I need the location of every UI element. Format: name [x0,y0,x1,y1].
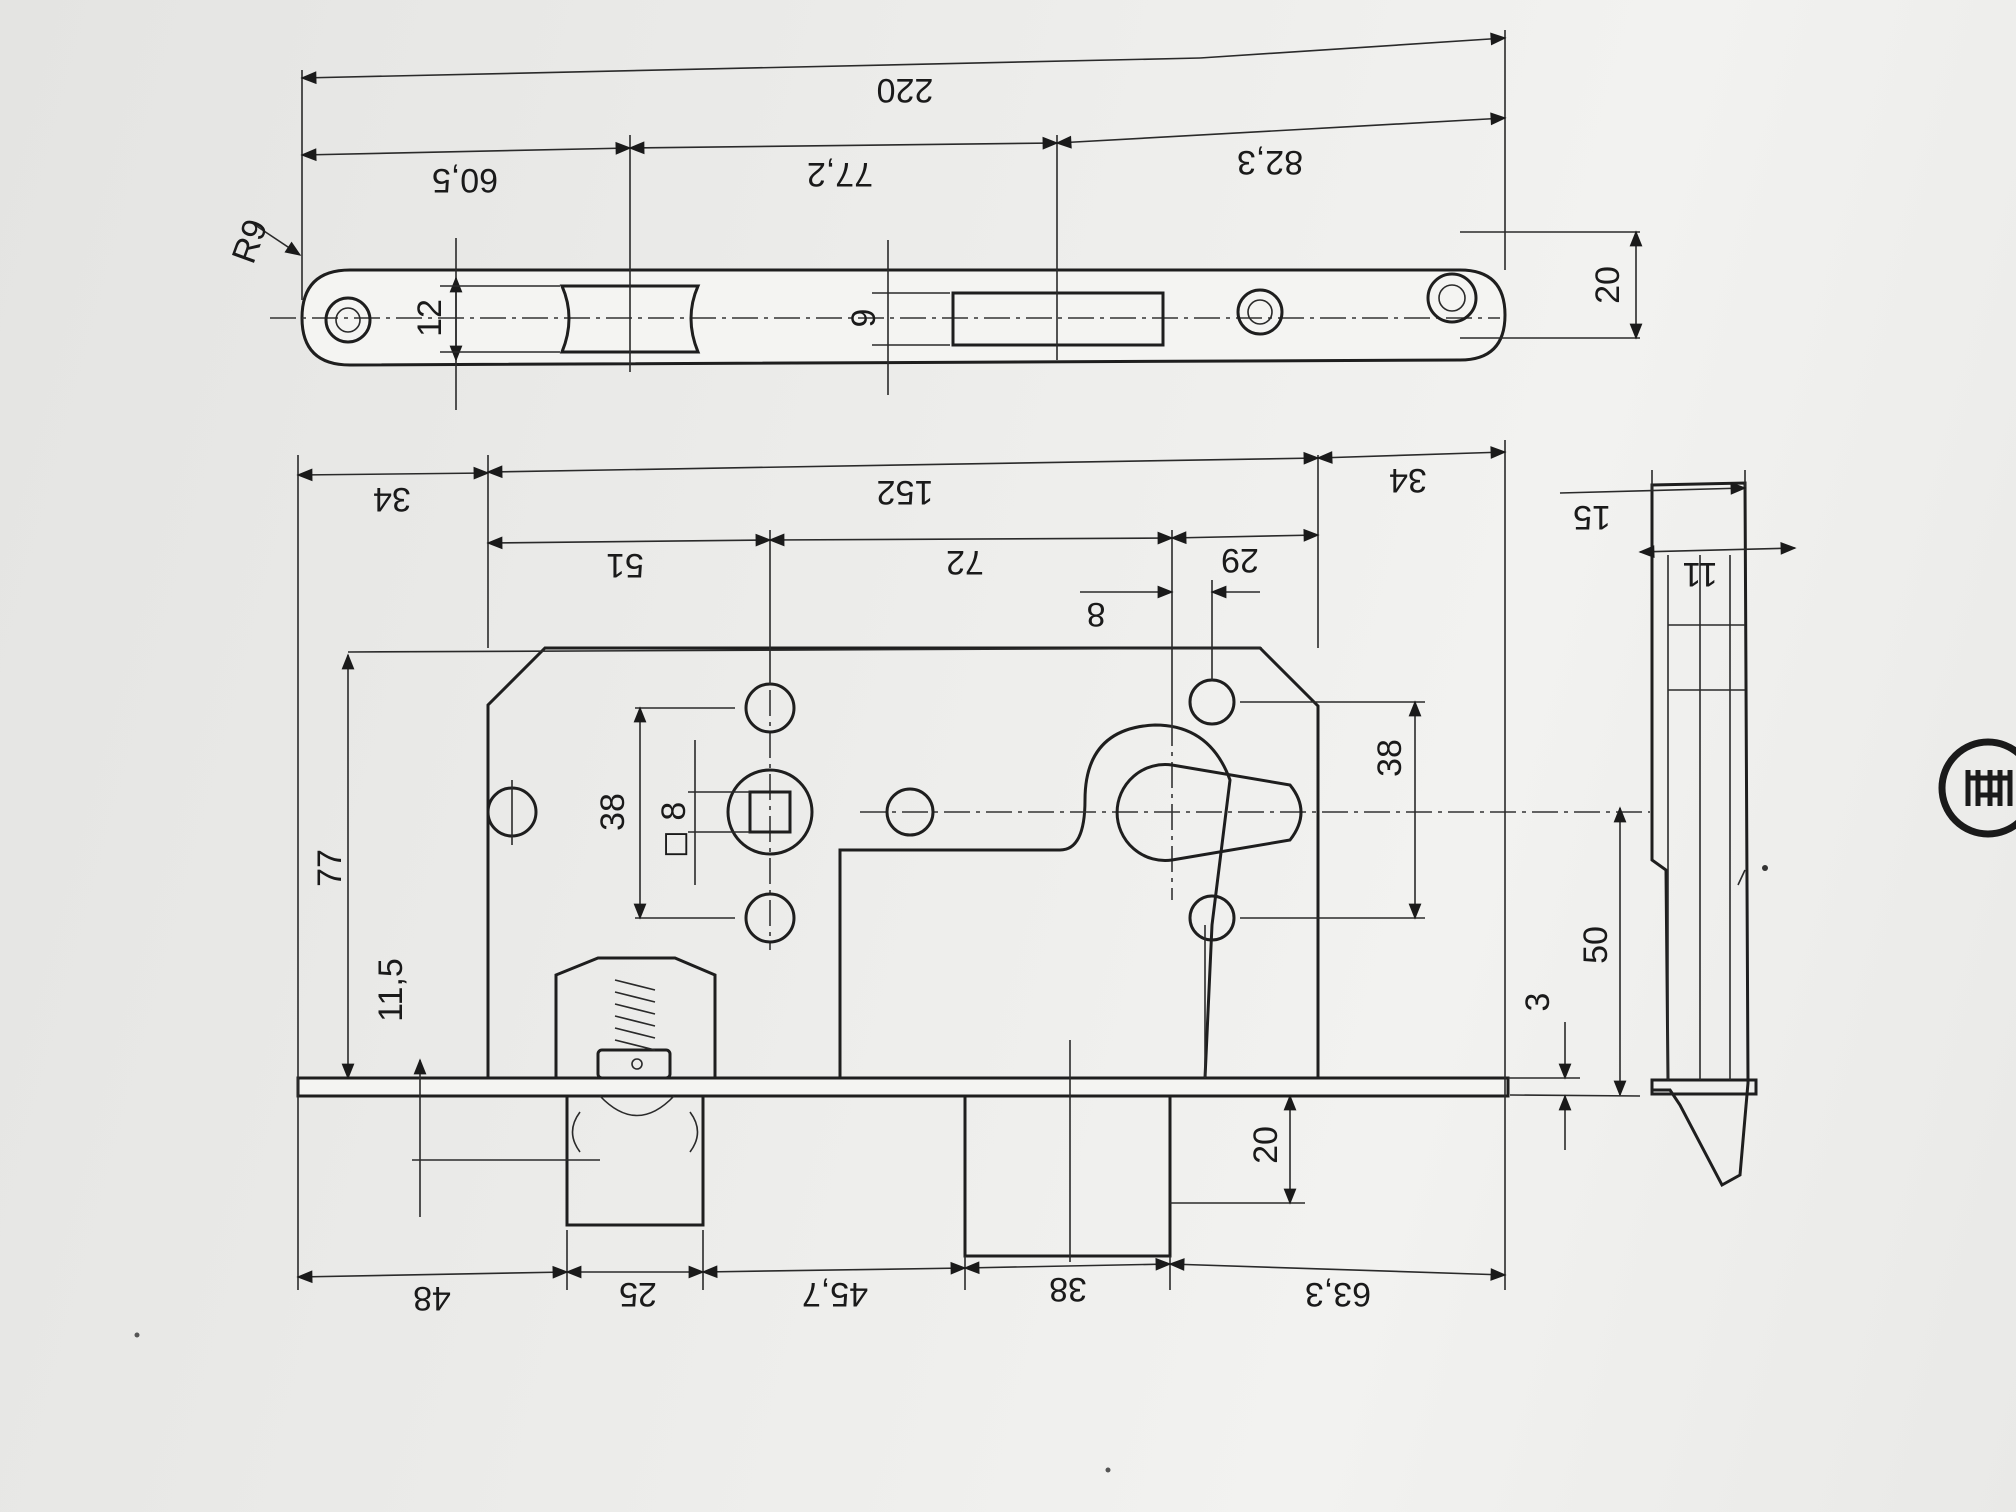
dim-48: 48 [413,1279,451,1317]
faceplate-view: 220 60,5 77,2 82,3 R9 12 9 20 [225,30,1643,410]
speck [1762,865,1768,871]
mid-hole [885,787,935,837]
dim-8: 8 [1087,595,1106,633]
dead-bolt [963,1040,1172,1262]
dim-15: 15 [1573,498,1611,536]
follower-hole-lower [744,892,796,944]
manufacturer-logo [1938,738,2016,838]
dim-25: 25 [619,1275,657,1313]
screw-hole-right [1426,272,1478,324]
dim-38-cylinder: 38 [1371,739,1409,777]
bottom-dimension-row: 48 25 45,7 38 63,3 [296,1230,1507,1317]
latch-bolt [554,956,717,1227]
dim-77: 77 [311,849,349,887]
dim-50: 50 [1577,926,1615,964]
side-view: 15 11 [1559,470,1797,1188]
dim-45-7: 45,7 [802,1275,868,1313]
dim-60-5: 60,5 [432,161,498,199]
dim-34-left: 34 [373,480,411,518]
dim-29: 29 [1221,541,1259,579]
dim-77-2: 77,2 [807,155,873,193]
dim-12: 12 [411,299,449,337]
dim-20-bolt: 20 [1247,1126,1285,1164]
dim-11-5: 11,5 [372,958,410,1022]
dim-82-3: 82,3 [1237,143,1303,181]
speck [134,1332,140,1338]
dim-r9: R9 [225,214,276,268]
speck [1105,1467,1111,1473]
latch-cutout [559,284,701,354]
dim-34-right: 34 [1389,461,1427,499]
dim-72: 72 [946,543,984,581]
screw-hole-left [324,296,372,344]
dim-63-3: 63,3 [1305,1275,1371,1313]
dim-9: 9 [845,309,883,328]
side-view-faceplate [1650,1078,1758,1096]
dim-51: 51 [606,546,644,584]
cylinder-keyhole [1115,763,1303,862]
dim-38-spindle: 38 [594,793,632,831]
dim-11: 11 [1682,555,1717,593]
dim-38-bolt: 38 [1049,1270,1087,1308]
side-view-outline [1650,481,1750,1188]
cylinder-hole-lower [1188,894,1236,942]
screw-hole-mid [1236,288,1284,336]
follower-housing [838,723,1232,1079]
dim-square-8: ◻ 8 [655,802,693,859]
front-plate-edge [296,1076,1510,1098]
spindle-follower [726,768,814,856]
bolt-slot [951,291,1165,347]
dim-152: 152 [877,473,934,511]
dim-3: 3 [1519,993,1557,1012]
lock-case-outline [486,646,1320,1078]
dim-220: 220 [877,71,934,109]
cylinder-hole-upper [1188,678,1236,726]
case-screw-hole-top [486,780,538,845]
dim-20-plate: 20 [1589,266,1627,304]
lock-body-view: 34 152 34 51 72 29 8 77 11,5 38 ◻ 8 [296,440,1650,1290]
